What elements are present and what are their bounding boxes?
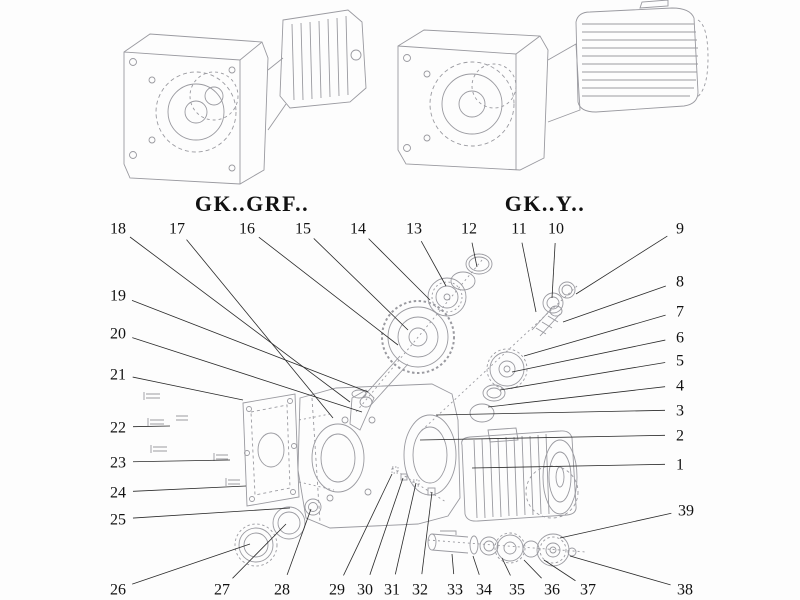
leader-line-12 xyxy=(471,242,478,268)
part-number-25: 25 xyxy=(110,512,126,529)
part-number-26: 26 xyxy=(110,582,126,599)
part-number-39: 39 xyxy=(678,503,694,520)
part-number-7: 7 xyxy=(676,304,684,321)
leader-line-39 xyxy=(559,512,672,539)
part-number-18: 18 xyxy=(110,221,126,238)
part-number-10: 10 xyxy=(548,221,564,238)
leader-line-31 xyxy=(394,482,417,575)
leader-line-13 xyxy=(420,240,447,287)
leader-line-38 xyxy=(569,555,671,586)
part-number-8: 8 xyxy=(676,274,684,291)
part-number-4: 4 xyxy=(676,378,684,395)
part-number-37: 37 xyxy=(580,582,596,599)
bolt-set xyxy=(143,392,240,486)
part-number-12: 12 xyxy=(461,221,477,238)
part-number-29: 29 xyxy=(329,582,345,599)
leader-line-28 xyxy=(286,508,312,576)
main-gear xyxy=(359,300,455,408)
part-number-19: 19 xyxy=(110,288,126,305)
gearbox-drawing-gk-y xyxy=(397,0,709,171)
leader-line-6 xyxy=(511,339,666,373)
leader-line-8 xyxy=(562,285,666,323)
leader-line-29 xyxy=(343,473,393,576)
leader-line-30 xyxy=(369,477,404,575)
leader-line-2 xyxy=(419,434,666,441)
variant-label-gk-grf: GK..GRF.. xyxy=(194,191,310,216)
leader-line-5 xyxy=(499,362,666,391)
leader-line-17 xyxy=(186,239,334,419)
leader-line-37 xyxy=(543,559,576,582)
leader-line-20 xyxy=(132,337,363,413)
part-number-15: 15 xyxy=(295,221,311,238)
variant-label-gk-y: GK..Y.. xyxy=(504,191,586,216)
leader-line-4 xyxy=(487,386,666,408)
part-number-33: 33 xyxy=(447,582,463,599)
part-number-11: 11 xyxy=(511,221,526,238)
leader-line-24 xyxy=(132,485,247,492)
leader-line-21 xyxy=(132,376,244,401)
part-number-36: 36 xyxy=(544,582,560,599)
part-number-2: 2 xyxy=(676,428,684,445)
part-number-1: 1 xyxy=(676,457,684,474)
part-number-9: 9 xyxy=(676,221,684,238)
leader-line-7 xyxy=(523,314,666,357)
leader-line-35 xyxy=(501,557,511,576)
part-number-20: 20 xyxy=(110,326,126,343)
motor xyxy=(461,427,579,522)
leader-line-3 xyxy=(435,409,666,416)
leader-line-16 xyxy=(258,236,399,346)
leader-line-26 xyxy=(132,543,251,585)
leader-line-10 xyxy=(551,242,556,299)
part-number-34: 34 xyxy=(476,582,492,599)
leader-line-14 xyxy=(368,238,431,301)
leader-line-25 xyxy=(132,507,291,519)
leader-line-22 xyxy=(132,425,171,428)
leader-line-1 xyxy=(471,463,666,469)
flange-plate xyxy=(242,393,300,507)
part-number-30: 30 xyxy=(357,582,373,599)
upper-bearing-set xyxy=(427,253,493,317)
gearbox-drawing-gk-grf xyxy=(123,9,367,185)
part-number-5: 5 xyxy=(676,353,684,370)
part-number-31: 31 xyxy=(384,582,400,599)
leader-line-36 xyxy=(523,559,542,579)
part-number-23: 23 xyxy=(110,455,126,472)
part-number-38: 38 xyxy=(677,582,693,599)
leader-line-18 xyxy=(129,236,351,403)
part-number-6: 6 xyxy=(676,330,684,347)
part-number-28: 28 xyxy=(274,582,290,599)
exploded-assembly xyxy=(143,253,587,567)
leader-line-32 xyxy=(421,491,433,575)
part-number-27: 27 xyxy=(214,582,230,599)
output-shaft-set xyxy=(427,530,577,567)
part-number-14: 14 xyxy=(350,221,366,238)
part-number-17: 17 xyxy=(169,221,185,238)
part-number-24: 24 xyxy=(110,485,126,502)
leader-line-9 xyxy=(575,235,668,295)
leader-line-11 xyxy=(521,242,537,313)
cover-ring-set xyxy=(234,498,322,567)
leader-line-34 xyxy=(472,555,480,575)
leader-line-23 xyxy=(132,459,231,463)
part-number-21: 21 xyxy=(110,367,126,384)
leader-line-15 xyxy=(313,238,409,331)
leader-line-19 xyxy=(131,300,369,393)
part-number-22: 22 xyxy=(110,420,126,437)
part-number-16: 16 xyxy=(239,221,255,238)
leader-line-27 xyxy=(232,523,287,579)
part-number-32: 32 xyxy=(412,582,428,599)
part-number-35: 35 xyxy=(509,582,525,599)
part-number-13: 13 xyxy=(406,221,422,238)
part-number-3: 3 xyxy=(676,403,684,420)
leader-line-33 xyxy=(451,553,455,575)
